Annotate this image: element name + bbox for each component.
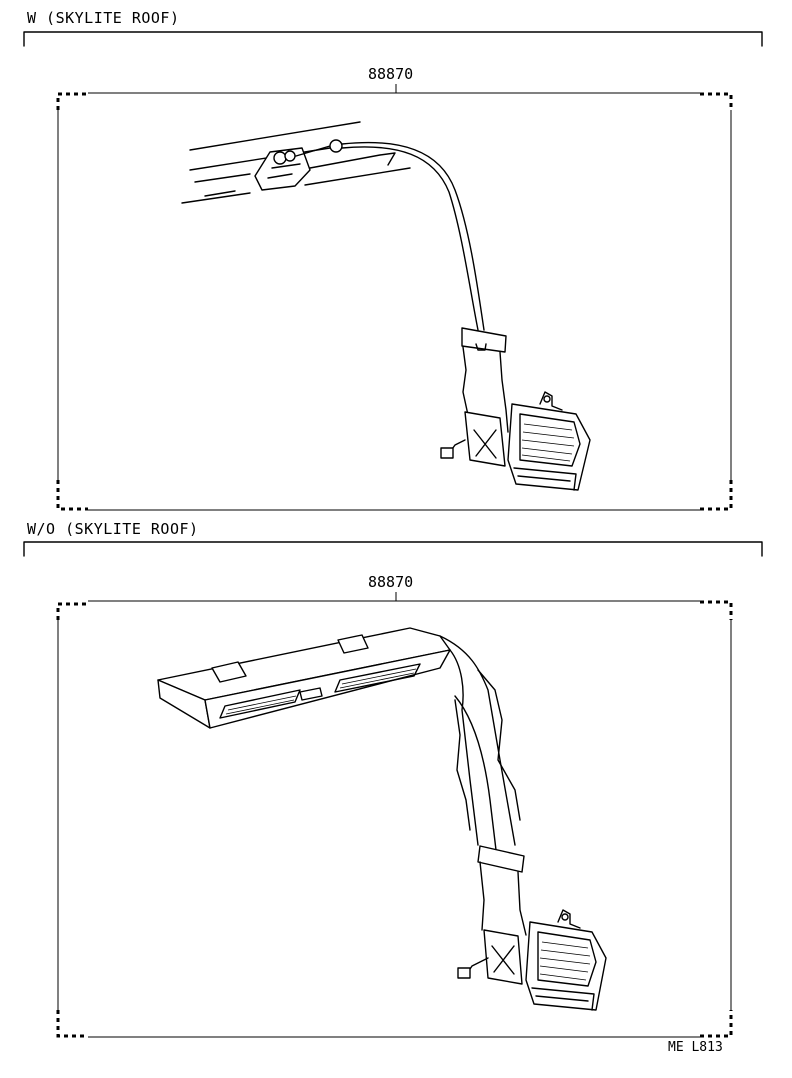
part-number-88870-top: 88870 [368, 65, 414, 83]
courtesy-lamp-top [507, 391, 591, 491]
diagram-code: ME L813 [668, 1040, 723, 1055]
parts-frame-bottom [56, 592, 733, 1038]
section-title-without-skylite: W/O (SKYLITE ROOF) [27, 520, 199, 538]
section-bracket-top [23, 31, 763, 47]
section-bracket-bottom [23, 541, 763, 557]
roof-rail-lamp-assembly [181, 121, 411, 204]
pillar-duct-top [440, 327, 509, 467]
parts-frame-top [56, 84, 733, 511]
roof-console-bottom [157, 627, 451, 729]
courtesy-lamp-bottom [525, 909, 607, 1011]
section-title-with-skylite: W (SKYLITE ROOF) [27, 9, 180, 27]
wire-harness-top [341, 141, 485, 331]
pillar-duct-bottom [439, 635, 527, 985]
part-number-88870-bottom: 88870 [368, 573, 414, 591]
